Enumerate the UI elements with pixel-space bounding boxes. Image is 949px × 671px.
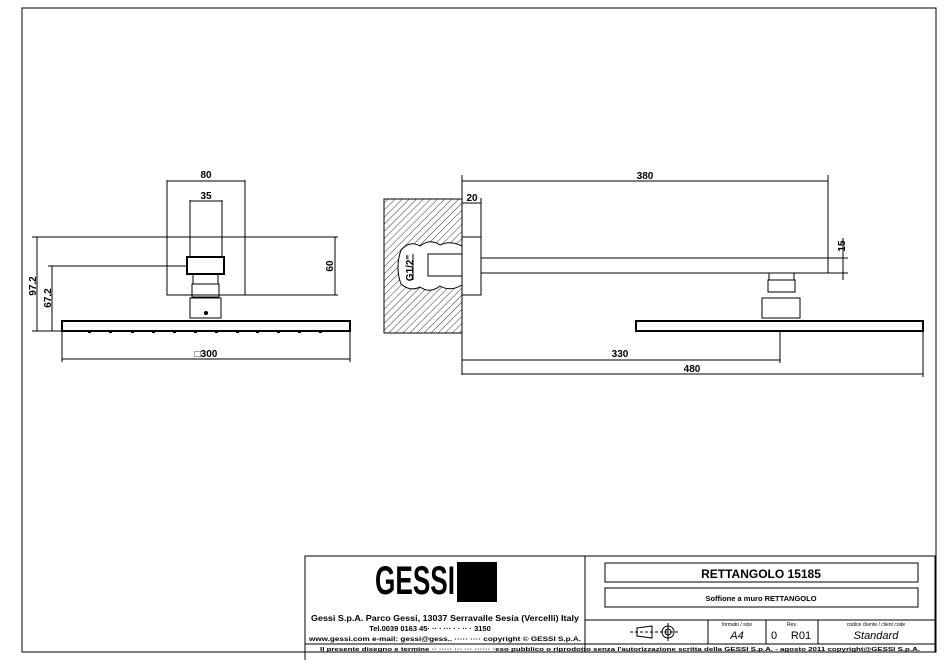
- code-value: Standard: [854, 630, 900, 642]
- format-label: formato / size: [722, 622, 752, 628]
- arm-section: [186, 256, 225, 275]
- wall-flange: [461, 236, 482, 296]
- dim-60: 60: [325, 260, 336, 272]
- shower-head-plate: [61, 320, 351, 332]
- nozzles: [88, 331, 322, 333]
- company-phone: Tel.0039 0163 45· ·· · ··· · · ·· · 3150: [369, 624, 491, 633]
- dim-480: 480: [684, 364, 701, 375]
- company-web: www.gessi.com e-mail: gessi@gess.. ·····…: [308, 636, 582, 643]
- dim-thread: G1/2": [405, 255, 416, 282]
- format-value: A4: [729, 630, 743, 642]
- shower-arm: [480, 257, 829, 274]
- company-address: Gessi S.p.A. Parco Gessi, 13037 Serraval…: [311, 613, 579, 623]
- rev-value: R01: [791, 630, 811, 642]
- front-view: 80 35 60 97,2 67,2 □300: [28, 170, 351, 362]
- dim-97-2: 97,2: [28, 276, 39, 296]
- dim-20: 20: [466, 193, 478, 204]
- code-label: codice cliente / client code: [847, 622, 906, 628]
- dim-35: 35: [200, 191, 212, 202]
- dim-67-2: 67,2: [43, 288, 54, 308]
- product-title: RETTANGOLO 15185: [701, 567, 821, 581]
- rev-label: Rev.: [787, 622, 797, 628]
- gessi-logo: GESSI: [375, 559, 455, 603]
- side-view: 380 20 15 G1/2" 330 480: [383, 171, 924, 377]
- title-block: GESSI Gessi S.p.A. Parco Gessi, 13037 Se…: [304, 555, 936, 660]
- ball-joint: [189, 297, 222, 319]
- ball-joint-side: [761, 297, 801, 319]
- product-subtitle: Soffione a muro RETTANGOLO: [705, 594, 816, 603]
- shower-head-side: [635, 320, 924, 332]
- rev-number: 0: [771, 630, 777, 642]
- dim-300: □300: [195, 349, 218, 360]
- logo-square: [457, 562, 497, 602]
- projection-symbol-icon: [630, 623, 678, 641]
- dim-330: 330: [612, 349, 629, 360]
- footer-notice: Il presente disegno e termine ·· ····· ·…: [320, 647, 921, 653]
- dim-380: 380: [637, 171, 654, 182]
- dim-15: 15: [837, 240, 848, 252]
- dim-80: 80: [200, 170, 212, 181]
